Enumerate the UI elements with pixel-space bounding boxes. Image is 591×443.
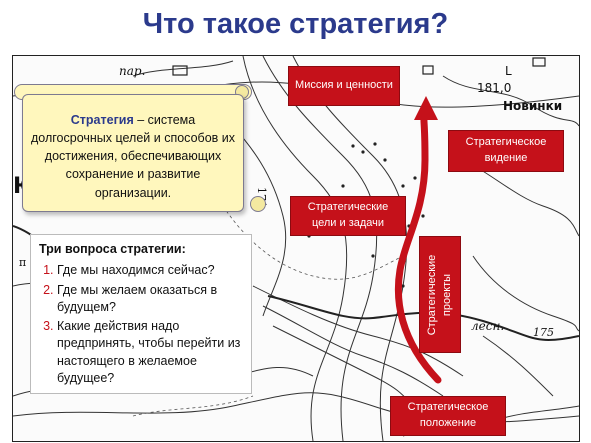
strategy-questions: Три вопроса стратегии: Где мы находимся … — [30, 234, 252, 394]
map-label-village: Новинки — [503, 99, 563, 113]
definition-text: – система долгосрочных целей и способов … — [31, 113, 235, 200]
map-label-elevation: 181,0 — [477, 81, 512, 95]
definition-scroll: Стратегия – система долгосрочных целей и… — [22, 94, 244, 212]
map-label-forest: лесн. — [471, 319, 505, 333]
box-mission: Миссия и ценности — [288, 66, 400, 106]
questions-heading: Три вопроса стратегии: — [39, 242, 186, 256]
questions-list: Где мы находимся сейчас? Где мы желаем о… — [39, 262, 243, 387]
page-title: Что такое стратегия? — [142, 8, 449, 40]
map-label-par: пар. — [119, 64, 146, 78]
question-item: Где мы находимся сейчас? — [57, 262, 243, 279]
map-label-l: L — [505, 64, 512, 78]
box-vision: Стратегическое видение — [448, 130, 564, 172]
box-position: Стратегическое положение — [390, 396, 506, 436]
map-label-n: п — [19, 256, 27, 269]
map-label-contour-175: 175 — [533, 326, 554, 339]
question-item: Какие действия надо предпринять, чтобы п… — [57, 318, 243, 387]
box-goals: Стратегические цели и задачи — [290, 196, 406, 236]
box-projects-label: Стратегические проекты — [426, 254, 453, 335]
box-projects: Стратегические проекты — [419, 236, 461, 353]
scroll-curl-bottom — [250, 196, 266, 212]
definition-term: Стратегия — [70, 113, 134, 127]
question-item: Где мы желаем оказаться в будущем? — [57, 282, 243, 317]
